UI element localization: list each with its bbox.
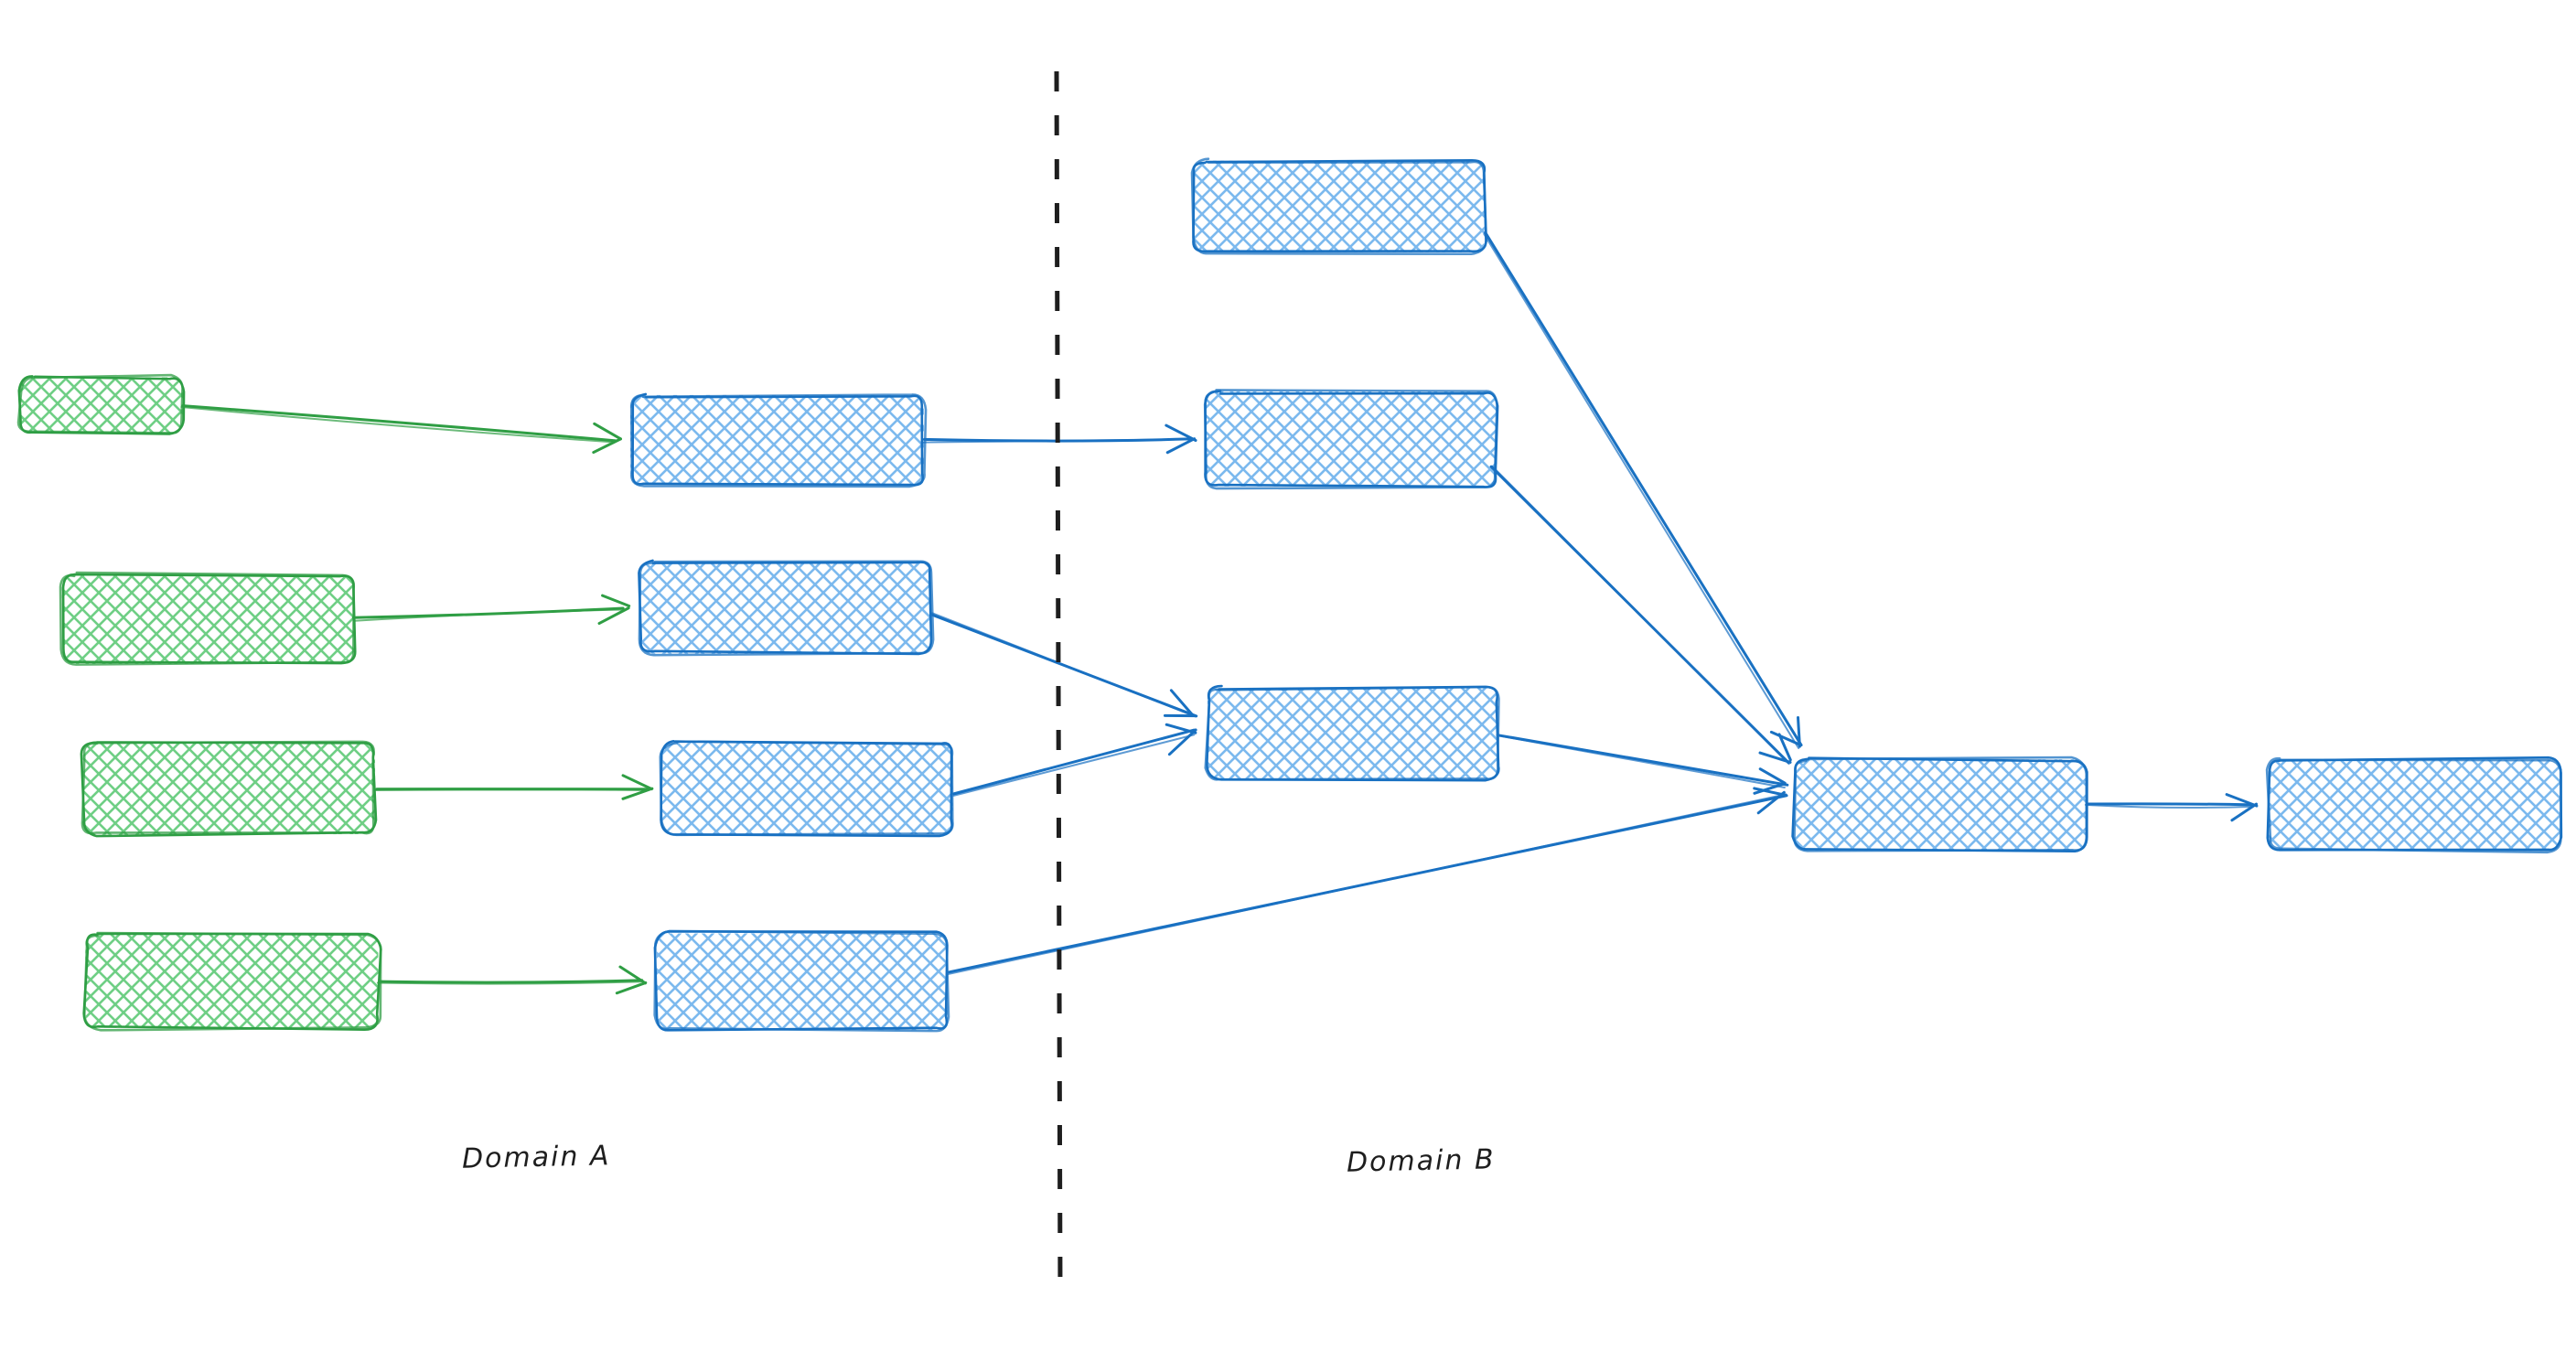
node-fill [630, 394, 925, 486]
arrowhead [1758, 767, 1787, 785]
divider-layer [1054, 70, 1063, 1295]
node-outline [2265, 756, 2562, 854]
node-fill [1193, 160, 1486, 252]
node-fill [61, 574, 355, 664]
arrowhead [601, 594, 631, 607]
node-b3[interactable] [1204, 684, 1500, 782]
arrowhead [1797, 716, 1801, 748]
arrowhead [1169, 689, 1195, 717]
arrowhead [2230, 802, 2259, 822]
arrowhead [621, 787, 654, 800]
domain-b-label: Domain B [1346, 1143, 1496, 1179]
edge-e3[interactable] [373, 774, 654, 800]
arrowhead [618, 965, 648, 985]
edge-e9[interactable] [1483, 230, 1803, 749]
node-fill [2268, 758, 2560, 852]
node-fill [639, 562, 932, 654]
domain-divider [1054, 70, 1063, 1295]
arrowhead [592, 437, 622, 455]
node-fill [19, 377, 184, 434]
arrowhead [1165, 423, 1197, 443]
node-b4[interactable] [1791, 756, 2088, 852]
edge-e4[interactable] [376, 965, 648, 995]
node-outline [629, 393, 928, 488]
arrowhead [2225, 793, 2259, 808]
arrowhead [1167, 728, 1197, 756]
node-outline [16, 373, 184, 434]
edge-shaft [180, 406, 616, 444]
edge-shaft [1491, 465, 1790, 766]
edge-shaft [379, 979, 644, 984]
arrowhead [1165, 723, 1197, 734]
node-outline [1190, 157, 1488, 256]
edge-shaft [947, 793, 1787, 976]
node-outline [1203, 389, 1498, 490]
node-outline [80, 740, 375, 835]
node-fill [1207, 687, 1499, 780]
node-outline [659, 740, 954, 837]
node-fill [1795, 758, 2087, 852]
node-g2[interactable] [59, 571, 357, 666]
edge-e7[interactable] [952, 723, 1197, 797]
edge-shaft [2084, 803, 2252, 809]
arrowhead [1756, 790, 1786, 815]
edge-shaft [1484, 230, 1803, 747]
node-g4[interactable] [82, 931, 382, 1032]
node-outline [638, 560, 935, 657]
node-outline [1204, 685, 1500, 781]
node-outline [82, 931, 382, 1032]
arrowhead [593, 422, 622, 441]
arrowhead [615, 981, 648, 995]
node-outline [653, 929, 950, 1033]
domain-a-label: Domain A [461, 1140, 611, 1175]
node-outline [59, 571, 356, 666]
node-b1[interactable] [1190, 157, 1488, 256]
edge-shaft [952, 728, 1196, 796]
edge-shaft [931, 612, 1197, 718]
arrowhead [1758, 751, 1792, 764]
node-a1[interactable] [629, 392, 928, 488]
node-fill [81, 743, 376, 835]
edge-shaft [351, 606, 625, 619]
node-g1[interactable] [16, 373, 186, 435]
node-fill [661, 742, 953, 835]
node-a2[interactable] [638, 559, 935, 657]
node-fill [1205, 391, 1497, 488]
edge-shaft [1498, 734, 1786, 788]
edge-shaft [1483, 232, 1800, 749]
edge-e10[interactable] [1489, 465, 1792, 766]
edge-e12[interactable] [2084, 793, 2259, 822]
arrowhead [1165, 437, 1197, 455]
edge-shaft [952, 734, 1196, 797]
edge-e11[interactable] [1496, 734, 1789, 795]
node-b2[interactable] [1203, 389, 1499, 490]
node-outline [1793, 756, 2088, 852]
node-a4[interactable] [653, 929, 950, 1033]
edge-e8[interactable] [947, 787, 1788, 976]
node-a3[interactable] [659, 739, 954, 838]
edge-shaft [2086, 802, 2253, 807]
edges-layer [180, 230, 2259, 995]
edge-e2[interactable] [351, 594, 631, 626]
arrowhead [1753, 787, 1787, 798]
nodes-layer [16, 157, 2563, 1033]
edge-shaft [181, 404, 617, 443]
node-fill [656, 932, 949, 1031]
arrowhead [621, 774, 653, 791]
edge-e1[interactable] [180, 404, 622, 455]
edge-shaft [376, 981, 642, 985]
arrowhead [1769, 730, 1802, 746]
arrowhead [1753, 782, 1787, 795]
arrowhead [597, 606, 630, 626]
node-fill [85, 934, 379, 1028]
node-b5[interactable] [2265, 756, 2563, 854]
arrowhead [1777, 733, 1792, 762]
edge-shaft [353, 608, 626, 622]
node-g3[interactable] [80, 740, 378, 838]
edge-e6[interactable] [929, 612, 1198, 718]
